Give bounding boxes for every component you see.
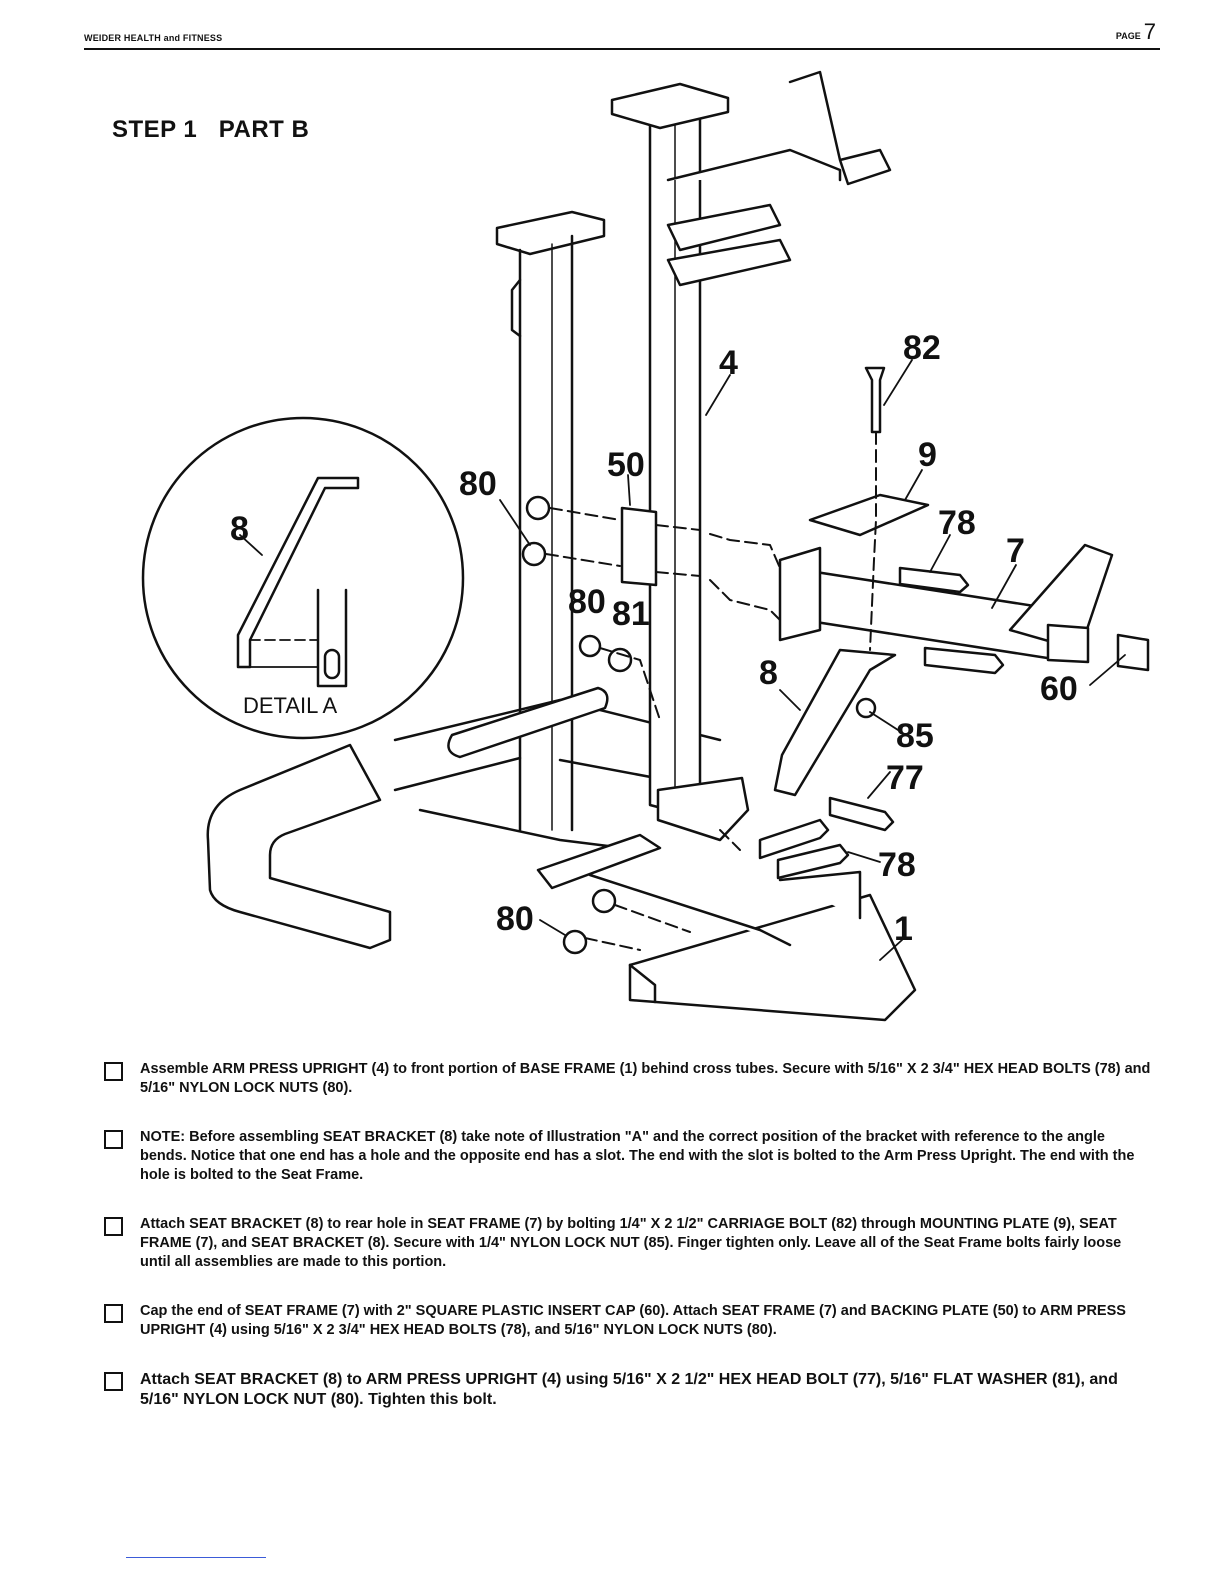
bolt-78a <box>898 566 970 594</box>
callout-80-upper: 80 <box>459 465 497 503</box>
leader-lines <box>499 359 1126 961</box>
header-brand: WEIDER HEALTH and FITNESS <box>84 33 223 43</box>
stub-tube <box>447 686 609 759</box>
callout-81: 81 <box>612 595 650 633</box>
washer-81 <box>607 647 633 673</box>
bolt-78b <box>923 646 1005 675</box>
step-title: STEP 1 PART B <box>112 116 310 143</box>
instruction-text: Attach SEAT BRACKET (8) to ARM PRESS UPR… <box>140 1371 1118 1408</box>
instruction-item: Cap the end of SEAT FRAME (7) with 2" SQ… <box>100 1302 1152 1340</box>
callout-60: 60 <box>1040 670 1078 708</box>
instruction-item: Attach SEAT BRACKET (8) to ARM PRESS UPR… <box>100 1370 1152 1410</box>
instruction-checkbox[interactable] <box>104 1217 123 1236</box>
callout-85: 85 <box>896 717 934 755</box>
base-frame <box>588 870 917 1022</box>
instruction-checkbox[interactable] <box>104 1372 123 1391</box>
callout-50: 50 <box>607 446 645 484</box>
detail-callout-8: 8 <box>230 510 249 548</box>
footer-rule <box>126 1557 266 1558</box>
nut-80c <box>578 634 602 658</box>
callout-4: 4 <box>719 344 738 382</box>
nut-80a <box>525 495 551 521</box>
instruction-item: NOTE: Before assembling SEAT BRACKET (8)… <box>100 1128 1152 1185</box>
instruction-text: Cap the end of SEAT FRAME (7) with 2" SQ… <box>140 1303 1126 1338</box>
rear-upright <box>495 210 606 832</box>
page-number: 7 <box>1143 19 1156 44</box>
instruction-item: Attach SEAT BRACKET (8) to rear hole in … <box>100 1215 1152 1272</box>
left-foot <box>206 743 392 950</box>
base-plate <box>536 833 662 890</box>
callout-78-upper: 78 <box>938 504 976 542</box>
instruction-checkbox[interactable] <box>104 1304 123 1323</box>
nut-80e <box>562 929 588 955</box>
callout-77: 77 <box>886 759 924 797</box>
nut-80b <box>521 541 547 567</box>
instruction-list: Assemble ARM PRESS UPRIGHT (4) to front … <box>100 1060 1152 1440</box>
bolt-78c <box>758 818 830 860</box>
detail-a <box>141 416 465 740</box>
instruction-item: Assemble ARM PRESS UPRIGHT (4) to front … <box>100 1060 1152 1098</box>
callout-80-lower: 80 <box>496 900 534 938</box>
callout-1: 1 <box>894 910 913 948</box>
callout-9: 9 <box>918 436 937 474</box>
instruction-checkbox[interactable] <box>104 1062 123 1081</box>
instruction-text: NOTE: Before assembling SEAT BRACKET (8)… <box>140 1129 1135 1183</box>
callout-82: 82 <box>903 329 941 367</box>
front-upright <box>610 70 892 842</box>
callout-78-lower: 78 <box>878 846 916 884</box>
seat-frame <box>778 543 1150 672</box>
callout-7: 7 <box>1006 532 1025 570</box>
page-label: PAGE <box>1115 31 1141 41</box>
mounting-plate <box>808 493 930 537</box>
callout-80-middle: 80 <box>568 583 606 621</box>
instruction-text: Attach SEAT BRACKET (8) to rear hole in … <box>140 1216 1122 1270</box>
instruction-checkbox[interactable] <box>104 1130 123 1149</box>
carriage-bolt <box>864 366 886 434</box>
backing-plate <box>620 506 658 587</box>
bolt-78d <box>776 843 850 880</box>
assembly-diagram: 82 4 9 50 80 78 7 80 81 8 60 85 77 78 1 … <box>141 70 1150 1022</box>
nut-80d <box>591 888 617 914</box>
callout-8: 8 <box>759 654 778 692</box>
seat-bracket <box>773 648 897 797</box>
detail-a-label: DETAIL A <box>243 693 337 718</box>
assembly-guides <box>545 431 877 951</box>
instruction-text: Assemble ARM PRESS UPRIGHT (4) to front … <box>140 1061 1151 1096</box>
bolt-77 <box>828 796 895 832</box>
